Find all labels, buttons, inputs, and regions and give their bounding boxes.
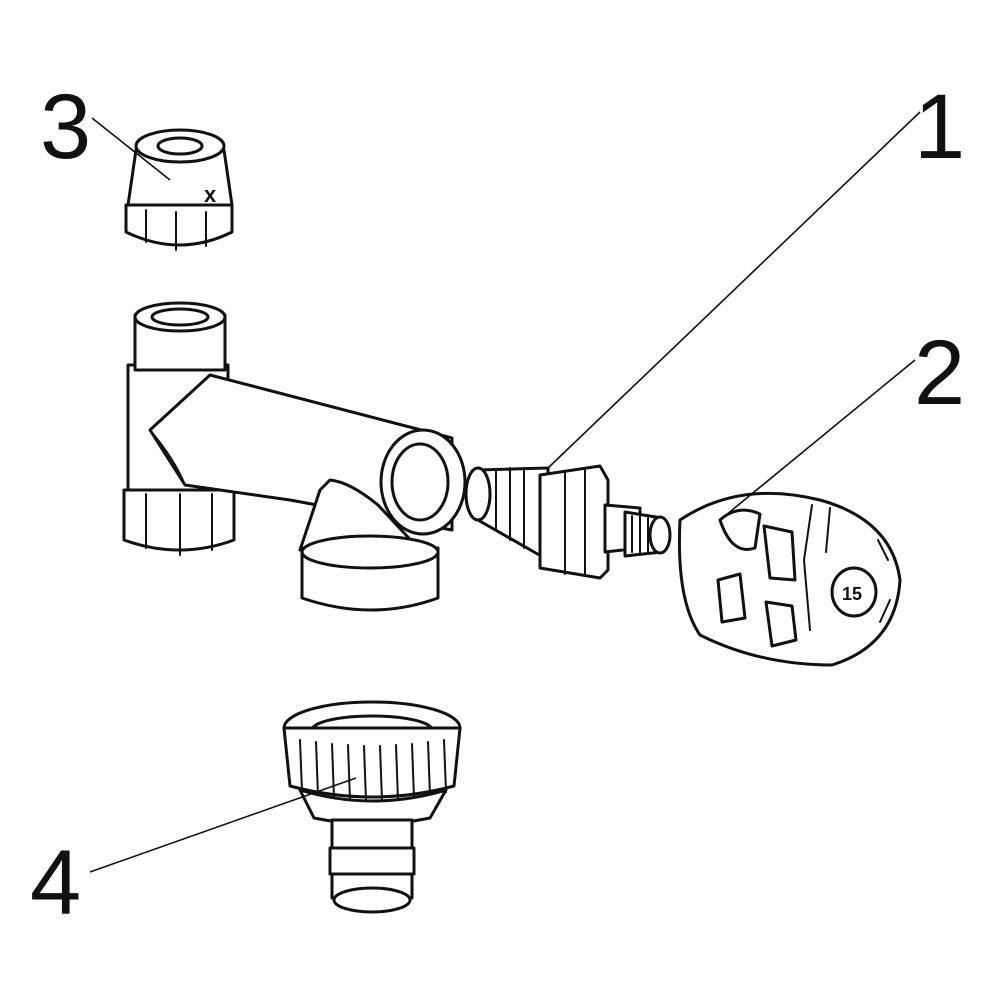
callout-1: 1 — [914, 76, 965, 178]
callout-4: 4 — [30, 832, 81, 934]
part-2-handwheel-cap: 15 — [677, 491, 902, 667]
callout-3: 3 — [40, 76, 91, 178]
part-3-compression-nut: x — [124, 128, 234, 251]
part-4-hose-connector — [282, 700, 462, 914]
leader-4 — [89, 777, 357, 873]
part-1-headwork-cartridge — [464, 464, 672, 580]
valve-body — [122, 301, 467, 612]
callout-2: 2 — [914, 322, 965, 424]
leader-2 — [719, 359, 916, 521]
leader-3 — [91, 117, 171, 181]
leader-lines — [89, 111, 921, 873]
nut-marking: x — [204, 182, 217, 207]
leader-1 — [547, 111, 921, 469]
knob-marking: 15 — [842, 584, 862, 604]
